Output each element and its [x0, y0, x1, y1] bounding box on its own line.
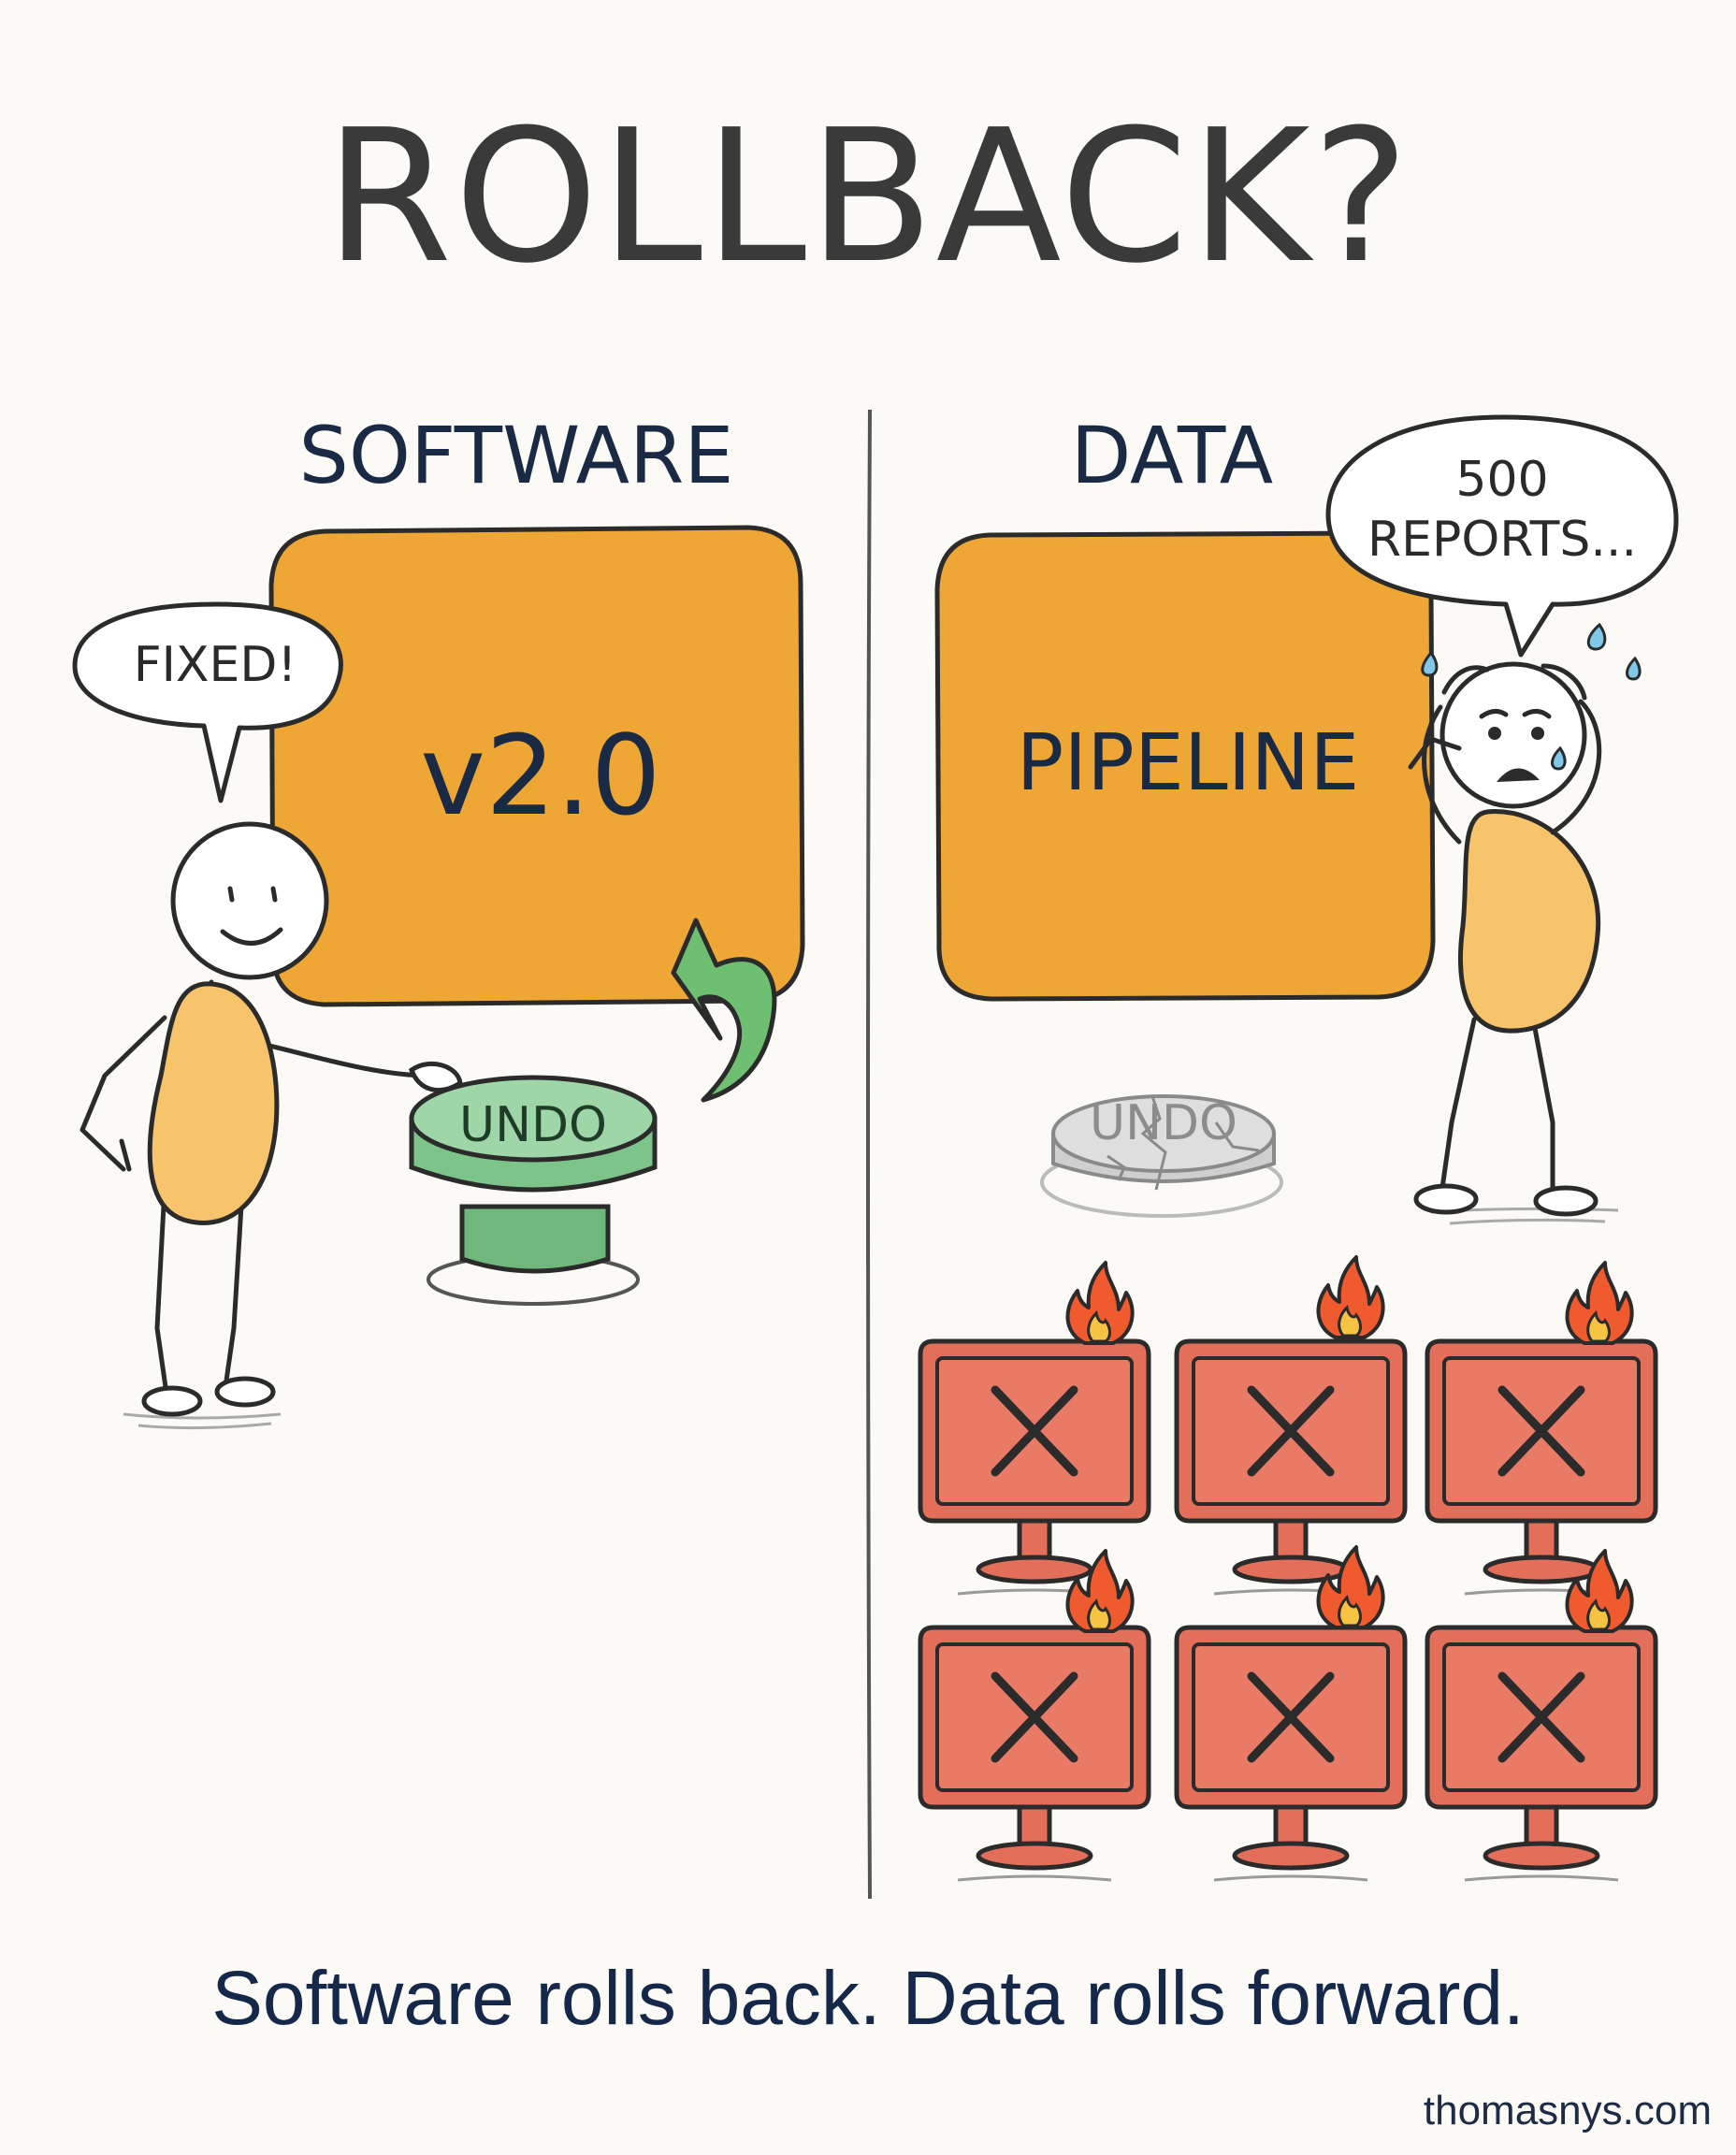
worried-figure [1408, 661, 1619, 1225]
broken-monitor [1427, 1341, 1656, 1594]
broken-monitor [920, 1627, 1149, 1880]
fixed-bubble-text: FIXED! [134, 637, 297, 693]
fire-icon [1565, 1261, 1634, 1345]
panel-divider [866, 409, 872, 1900]
sweat-drop-icon [1626, 656, 1642, 681]
pipeline-label: PIPELINE [1017, 716, 1360, 808]
page-title: ROLLBACK? [325, 91, 1410, 304]
reports-speech-bubble [1325, 414, 1679, 658]
happy-figure [80, 821, 463, 1430]
caption: Software rolls back. Data rolls forward. [211, 1956, 1525, 2041]
broken-monitor [920, 1341, 1149, 1594]
undo-button-label: UNDO [459, 1097, 607, 1153]
fixed-speech-bubble [72, 601, 343, 803]
reports-bubble-line1: 500 [1455, 452, 1548, 508]
broken-monitor [1177, 1627, 1405, 1880]
broken-monitors-grid [920, 1255, 1656, 1880]
data-heading: DATA [1071, 410, 1273, 501]
sweat-drop-icon [1586, 622, 1607, 651]
broken-monitor [1177, 1341, 1405, 1594]
fire-icon [1316, 1255, 1385, 1339]
reports-bubble-line2: REPORTS... [1367, 512, 1637, 568]
sweat-drop-icon [1421, 650, 1439, 677]
undo-arrow-icon [671, 918, 777, 1103]
broken-monitor [1427, 1627, 1656, 1880]
broken-undo-label: UNDO [1090, 1095, 1237, 1151]
software-heading: SOFTWARE [299, 410, 734, 501]
fire-icon [1065, 1261, 1135, 1345]
broken-button-icon: UNDO [1040, 1094, 1283, 1218]
credit-link[interactable]: thomasnys.com [1423, 2088, 1712, 2133]
undo-button-green[interactable]: UNDO [409, 1075, 658, 1306]
version-label: v2.0 [420, 711, 661, 840]
